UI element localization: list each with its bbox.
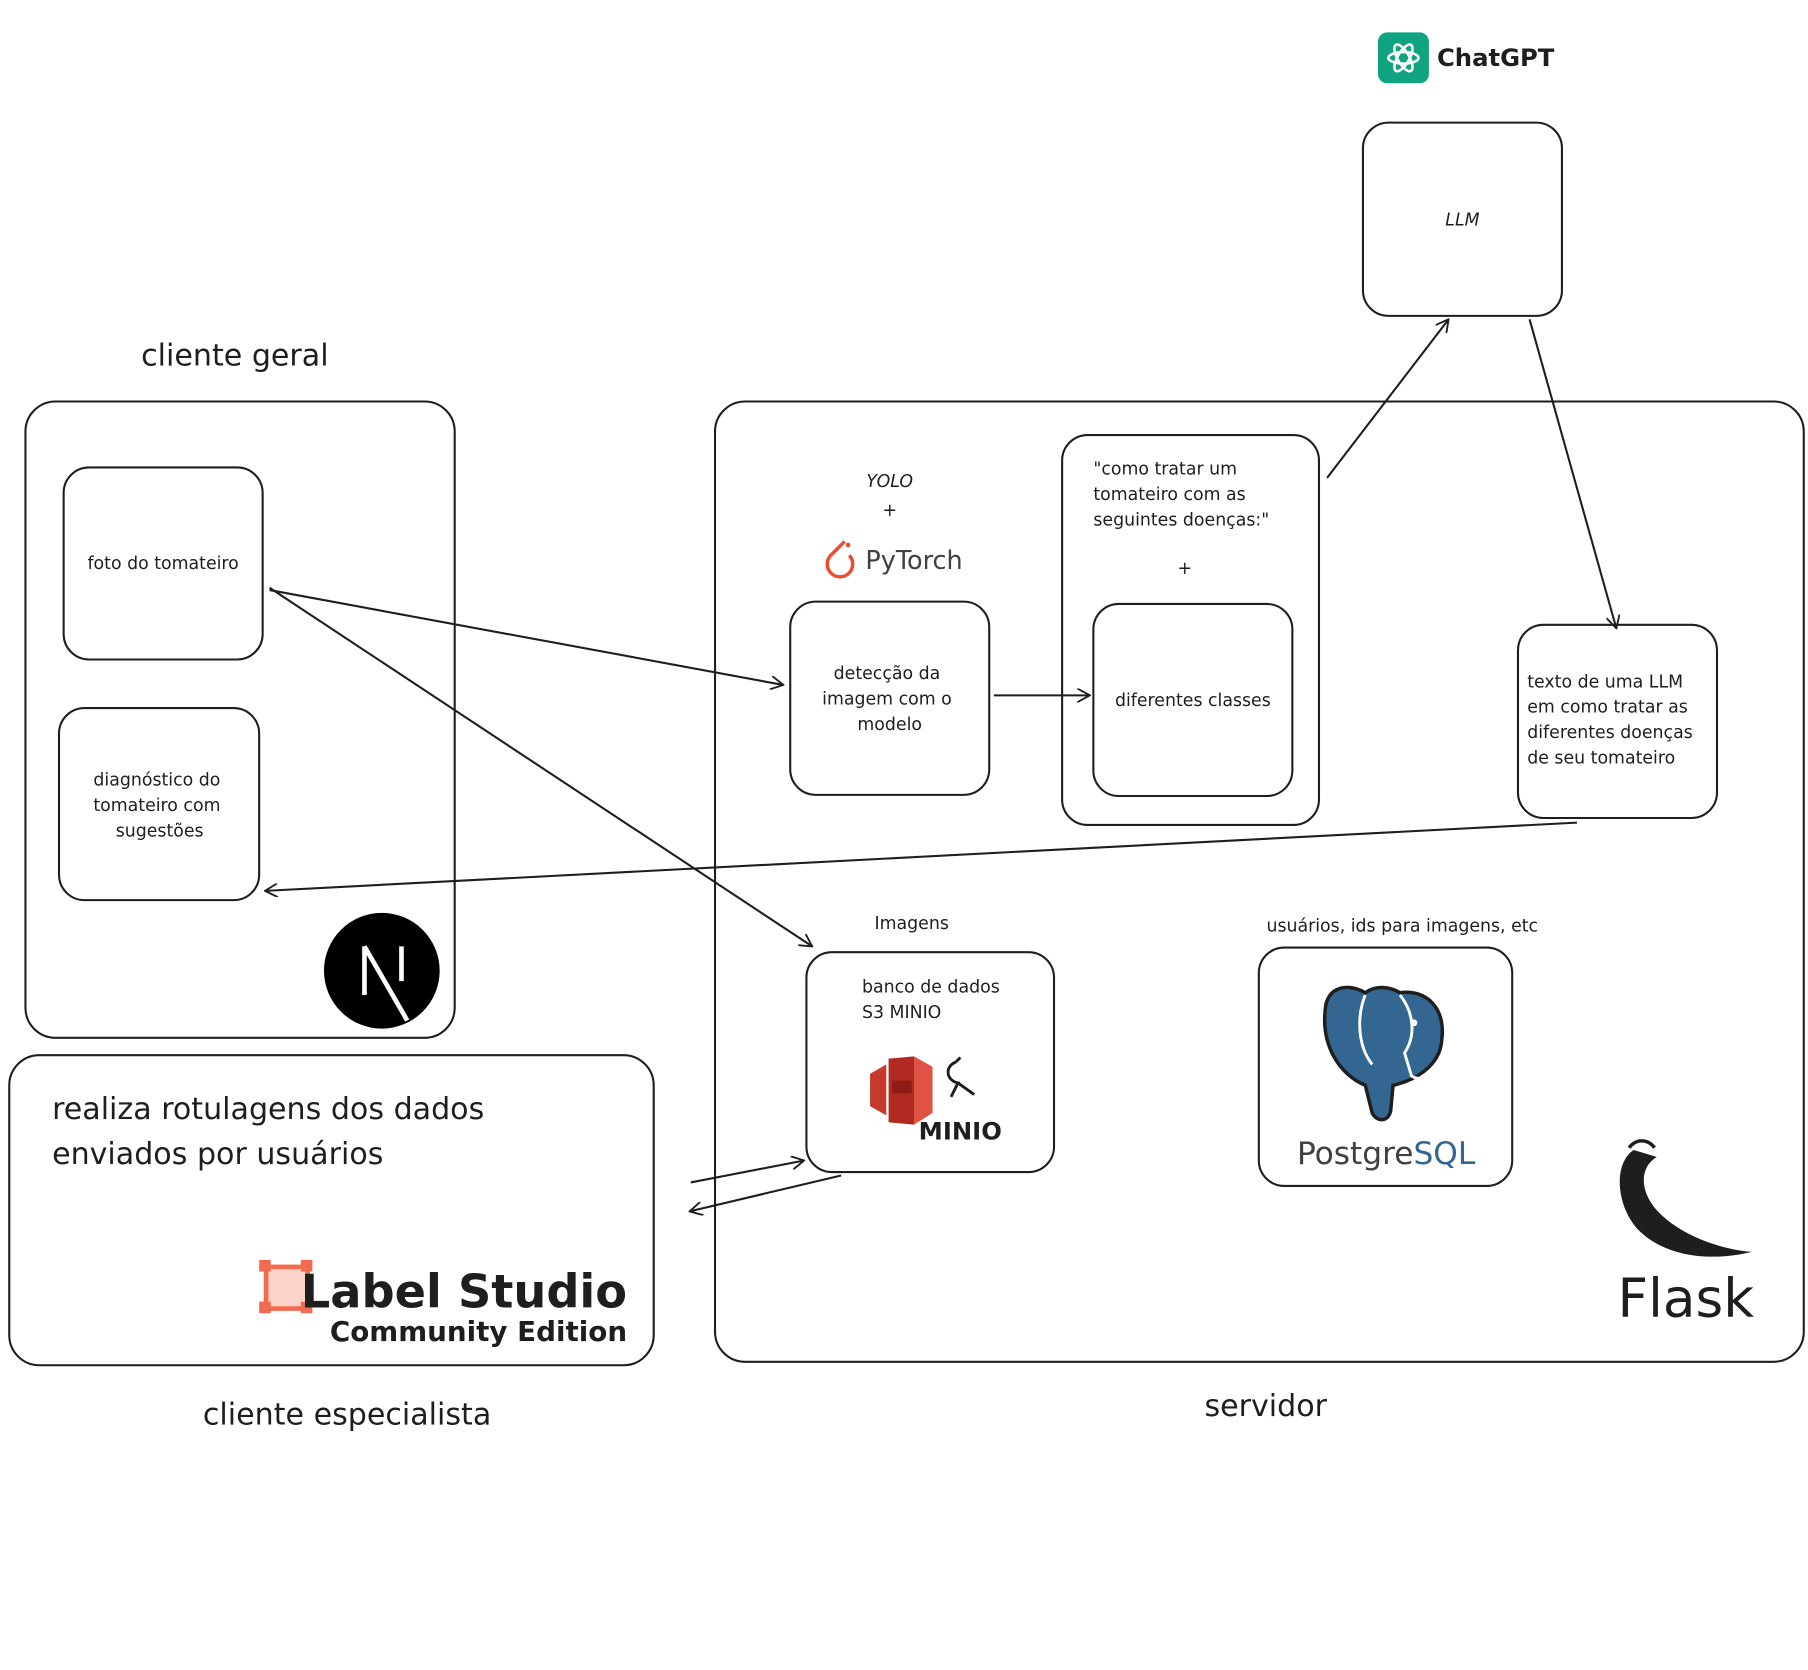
label-studio-icon xyxy=(259,1259,313,1314)
chatgpt-text: ChatGPT xyxy=(1437,43,1555,72)
imagens-label: Imagens xyxy=(875,914,949,934)
deteccao-label: detecção da imagem com o modelo xyxy=(822,664,957,735)
yolo-label: YOLO xyxy=(866,472,913,492)
arrow-llm-to-resposta xyxy=(1528,319,1617,628)
resposta-line-2: em como tratar as xyxy=(1527,698,1688,718)
arrow-foto-to-minio xyxy=(269,586,813,947)
deteccao-line-3: modelo xyxy=(857,715,922,735)
prompt-plus: + xyxy=(1177,559,1192,579)
classes-box xyxy=(1092,602,1294,798)
postgresql-text: PostgreSQL xyxy=(1297,1136,1476,1172)
banco-line-1: banco de dados xyxy=(862,978,1000,998)
diagnostico-line-2: tomateiro com xyxy=(93,796,220,816)
deteccao-line-1: detecção da xyxy=(834,664,941,684)
prompt-label: "como tratar um tomateiro com as seguint… xyxy=(1093,459,1269,530)
deteccao-line-2: imagem com o xyxy=(822,690,952,710)
pytorch-icon xyxy=(825,540,855,579)
postgresql-text-b: SQL xyxy=(1413,1136,1475,1172)
resposta-line-1: texto de uma LLM xyxy=(1527,672,1683,692)
prompt-box xyxy=(1061,433,1321,826)
label-studio-text: Label Studio xyxy=(301,1264,627,1318)
diagnostico-line-1: diagnóstico do xyxy=(93,771,220,791)
cliente-geral-title: cliente geral xyxy=(141,339,328,374)
flask-icon xyxy=(1619,1139,1752,1257)
minio-text: MINIO xyxy=(919,1117,1002,1146)
nextjs-logo xyxy=(323,912,440,1029)
postgresql-elephant-icon xyxy=(1323,985,1444,1122)
arrow-prompt-to-llm xyxy=(1326,319,1448,479)
foto-label: foto do tomateiro xyxy=(87,554,238,574)
architecture-diagram: cliente geral cliente especialista servi… xyxy=(8,32,1805,1432)
s3-minio-icon xyxy=(870,1056,976,1125)
prompt-line-3: seguintes doenças:" xyxy=(1093,510,1269,530)
classes-label: diferentes classes xyxy=(1115,691,1271,711)
foto-box xyxy=(62,466,264,661)
servidor-title: servidor xyxy=(1204,1389,1327,1424)
pytorch-text: PyTorch xyxy=(865,546,962,576)
postgres-box xyxy=(1257,946,1514,1187)
label-studio-edition-text: Community Edition xyxy=(330,1315,627,1348)
prompt-line-1: "como tratar um xyxy=(1093,459,1237,479)
prompt-line-2: tomateiro com as xyxy=(1093,485,1245,505)
diagnostico-label: diagnóstico do tomateiro com sugestões xyxy=(93,771,226,842)
especialista-label: realiza rotulagens dos dados enviados po… xyxy=(52,1092,494,1172)
llm-label: LLM xyxy=(1445,211,1479,231)
arrow-resposta-to-diagnostico xyxy=(265,821,1578,891)
resposta-line-3: diferentes doenças xyxy=(1527,723,1693,743)
chatgpt-icon xyxy=(1377,32,1429,84)
diagnostico-box xyxy=(57,707,261,902)
postgresql-text-a: Postgre xyxy=(1297,1136,1413,1172)
especialista-line-1: realiza rotulagens dos dados xyxy=(52,1092,484,1127)
cliente-especialista-title: cliente especialista xyxy=(203,1397,491,1432)
banco-label: banco de dados S3 MINIO xyxy=(862,978,1005,1023)
arrow-especialista-to-minio xyxy=(690,1160,804,1184)
banco-line-2: S3 MINIO xyxy=(862,1003,941,1023)
minio-box xyxy=(805,951,1056,1174)
chatgpt-logo xyxy=(1377,32,1429,84)
cliente-especialista-frame xyxy=(8,1054,655,1367)
especialista-line-2: enviados por usuários xyxy=(52,1137,383,1172)
yolo-plus: + xyxy=(882,501,897,521)
llm-box xyxy=(1361,121,1563,317)
arrow-minio-to-especialista xyxy=(690,1174,842,1212)
resposta-label: texto de uma LLM em como tratar as difer… xyxy=(1527,672,1698,768)
usuarios-label: usuários, ids para imagens, etc xyxy=(1266,916,1538,936)
nextjs-icon xyxy=(323,912,440,1029)
resposta-box xyxy=(1516,623,1719,820)
deteccao-box xyxy=(789,600,991,796)
cliente-geral-frame xyxy=(24,400,456,1039)
diagnostico-line-3: sugestões xyxy=(116,822,204,842)
flask-text: Flask xyxy=(1617,1268,1754,1330)
resposta-line-4: de seu tomateiro xyxy=(1527,749,1675,769)
arrow-foto-to-deteccao xyxy=(269,589,784,685)
